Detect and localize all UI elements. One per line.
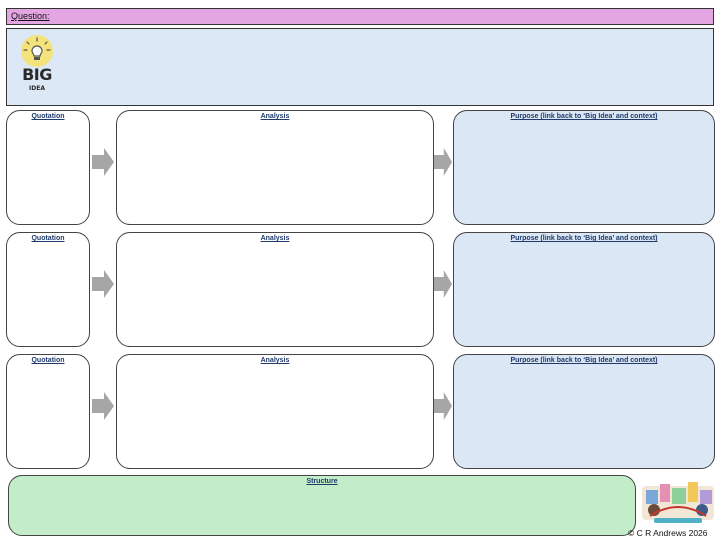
analysis-heading: Analysis [260,113,290,120]
copyright-text: © C R Andrews 2026 [628,528,708,538]
question-bar[interactable]: Question: [6,8,714,25]
purpose-heading: Purpose (link back to ‘Big Idea’ and con… [510,357,658,364]
analysis-box-3[interactable]: Analysis [116,354,434,469]
analysis-heading: Analysis [260,357,290,364]
purpose-box-1[interactable]: Purpose (link back to ‘Big Idea’ and con… [453,110,715,225]
big-idea-idea-text: IDEA [29,85,45,92]
purpose-heading: Purpose (link back to ‘Big Idea’ and con… [510,235,658,242]
structure-heading: Structure [306,478,338,485]
quotation-heading: Quotation [31,357,65,364]
analysis-box-2[interactable]: Analysis [116,232,434,347]
lightbulb-icon [21,35,53,67]
quotation-box-2[interactable]: Quotation [6,232,90,347]
arrow-right-icon [434,392,452,420]
quotation-box-3[interactable]: Quotation [6,354,90,469]
big-idea-logo: BIG IDEA [15,35,61,99]
purpose-box-3[interactable]: Purpose (link back to ‘Big Idea’ and con… [453,354,715,469]
purpose-heading: Purpose (link back to ‘Big Idea’ and con… [510,113,658,120]
quotation-heading: Quotation [31,113,65,120]
big-idea-big-text: BIG [22,65,52,84]
quotation-box-1[interactable]: Quotation [6,110,90,225]
arrow-right-icon [92,148,114,176]
big-idea-box[interactable]: BIG IDEA [6,28,714,106]
author-logo-image [642,482,714,523]
question-label: Question: [11,11,50,21]
quotation-heading: Quotation [31,235,65,242]
arrow-right-icon [434,148,452,176]
purpose-box-2[interactable]: Purpose (link back to ‘Big Idea’ and con… [453,232,715,347]
analysis-box-1[interactable]: Analysis [116,110,434,225]
arrow-right-icon [434,270,452,298]
arrow-right-icon [92,392,114,420]
analysis-heading: Analysis [260,235,290,242]
structure-box[interactable]: Structure [8,475,636,536]
arrow-right-icon [92,270,114,298]
